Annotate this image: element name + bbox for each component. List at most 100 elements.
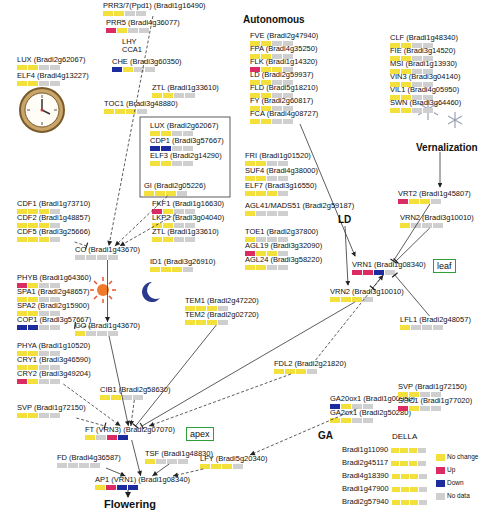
- gene-node: Bradi1g47900: [342, 485, 428, 493]
- clock-face: [25, 93, 59, 127]
- expression-cell: [137, 109, 148, 114]
- group-box: [140, 117, 230, 197]
- legend-text: No data: [447, 492, 470, 500]
- gene-label: ELF3 (Bradi2g14290): [150, 152, 222, 160]
- expression-cell: [155, 191, 166, 196]
- gene-label: FRI (Bradi1g01520): [245, 152, 311, 160]
- expression-cell: [278, 161, 289, 166]
- inhibition-bar: [104, 423, 106, 430]
- expression-cell: [267, 265, 278, 270]
- gene-label: LFL1 (Bradi2g48057): [400, 316, 471, 324]
- clock-rim: [20, 88, 64, 132]
- expression-cell: [103, 11, 114, 16]
- expression-cell: [28, 237, 39, 242]
- expression-cell: [152, 93, 163, 98]
- expression-cell: [400, 461, 409, 466]
- connector: [392, 273, 429, 316]
- expression-cell: [341, 418, 352, 423]
- expression-cell: [17, 65, 28, 70]
- gene-node: CDP1 (Bradi3g57667): [150, 137, 224, 151]
- gene-label: ID1 (Bradi3g26910): [150, 258, 215, 266]
- connector-line: [250, 409, 356, 455]
- connector: [390, 204, 429, 263]
- expression-cell: [433, 223, 444, 228]
- arrow-head: [152, 471, 158, 476]
- gene-label: VIN3 (Bradi3g04140): [390, 73, 460, 81]
- gene-node: SOC1 (Bradi1g77020): [398, 397, 472, 411]
- gene-node: CLF (Bradi1g48340): [390, 34, 458, 48]
- expression-cell: [75, 255, 86, 260]
- gene-node: AGL19 (Bradi3g32090): [245, 242, 322, 256]
- expression-cell: [256, 191, 267, 196]
- expression-cell: [174, 93, 185, 98]
- gene-label: ELF4 (Bradi4g13227): [17, 72, 89, 80]
- clock-icon: [20, 88, 64, 132]
- expression-cell: [272, 119, 283, 124]
- arrow-head: [115, 421, 121, 426]
- gene-label: LHY CCA1: [122, 38, 146, 54]
- expression-bar: [392, 474, 428, 479]
- inhibition-bar: [140, 423, 144, 429]
- gene-label: LD (Bradi2g59937): [250, 71, 313, 79]
- section-label: Autonomous: [243, 14, 305, 26]
- expression-cell: [39, 379, 50, 384]
- connector-line: [76, 418, 105, 426]
- expression-cell: [363, 297, 374, 302]
- expression-cell: [17, 379, 28, 384]
- expression-cell: [112, 67, 123, 72]
- expression-cell: [152, 237, 163, 242]
- expression-cell: [28, 65, 39, 70]
- connector: [105, 260, 110, 322]
- gene-label: VIL1 (Bradi4g05950): [390, 86, 459, 94]
- gene-label: SWN (Bradi3g64460): [390, 99, 461, 107]
- expression-cell: [431, 199, 442, 204]
- connector-line: [173, 469, 203, 476]
- gene-node: LUX (Bradi2g62067): [17, 56, 85, 70]
- expression-bar: [391, 461, 427, 466]
- connector: [133, 325, 216, 428]
- gene-node: SWN (Bradi3g64460): [390, 99, 461, 113]
- expression-cell: [150, 131, 161, 136]
- arrow-head: [129, 421, 134, 426]
- connector: [316, 275, 384, 360]
- gene-node: VRN1 (Bradi1g08340): [352, 261, 426, 275]
- gene-label: Bradi4g18390: [342, 472, 389, 480]
- expression-bar: [106, 28, 180, 33]
- section-label: Vernalization: [416, 142, 478, 154]
- connector: [149, 374, 291, 427]
- expression-cell: [411, 325, 422, 330]
- expression-cell: [185, 93, 196, 98]
- gene-node: ID1 (Bradi3g26910): [150, 258, 215, 272]
- expression-cell: [222, 464, 233, 469]
- gene-label: LUX (Bradi2g62067): [17, 56, 85, 64]
- expression-cell: [392, 500, 401, 505]
- expression-cell: [218, 320, 229, 325]
- expression-cell: [409, 461, 418, 466]
- gene-label: Bradi2g57940: [342, 498, 389, 506]
- gene-node: CHE (Bradi3g60350): [112, 58, 182, 72]
- expression-cell: [161, 146, 172, 151]
- clock-hands: [42, 99, 50, 114]
- expression-cell: [278, 211, 289, 216]
- expression-cell: [96, 435, 107, 440]
- inhibition-bar: [85, 243, 87, 250]
- gene-label: FPA (Bradi4g35250): [250, 45, 317, 53]
- expression-bar: [392, 500, 428, 505]
- expression-cell: [177, 191, 188, 196]
- gene-label: TOE1 (Bradi2g37800): [245, 228, 318, 236]
- gene-label: AGL24 (Bradi3g58220): [245, 256, 322, 264]
- expression-bar: [352, 270, 426, 275]
- expression-bar: [152, 93, 219, 98]
- gene-label: AP1 (VRN1) (Bradi1g08340): [95, 476, 190, 484]
- connector-line: [316, 275, 384, 360]
- arrow-head: [125, 421, 130, 426]
- gene-label: CHE (Bradi3g60350): [112, 58, 182, 66]
- expression-cell: [183, 146, 194, 151]
- expression-cell: [245, 265, 256, 270]
- expression-cell: [390, 108, 401, 113]
- expression-bar: [398, 199, 471, 204]
- pathway-line: [440, 152, 441, 187]
- legend-swatch: [436, 454, 445, 461]
- expression-cell: [330, 297, 341, 302]
- connector-line: [63, 384, 120, 426]
